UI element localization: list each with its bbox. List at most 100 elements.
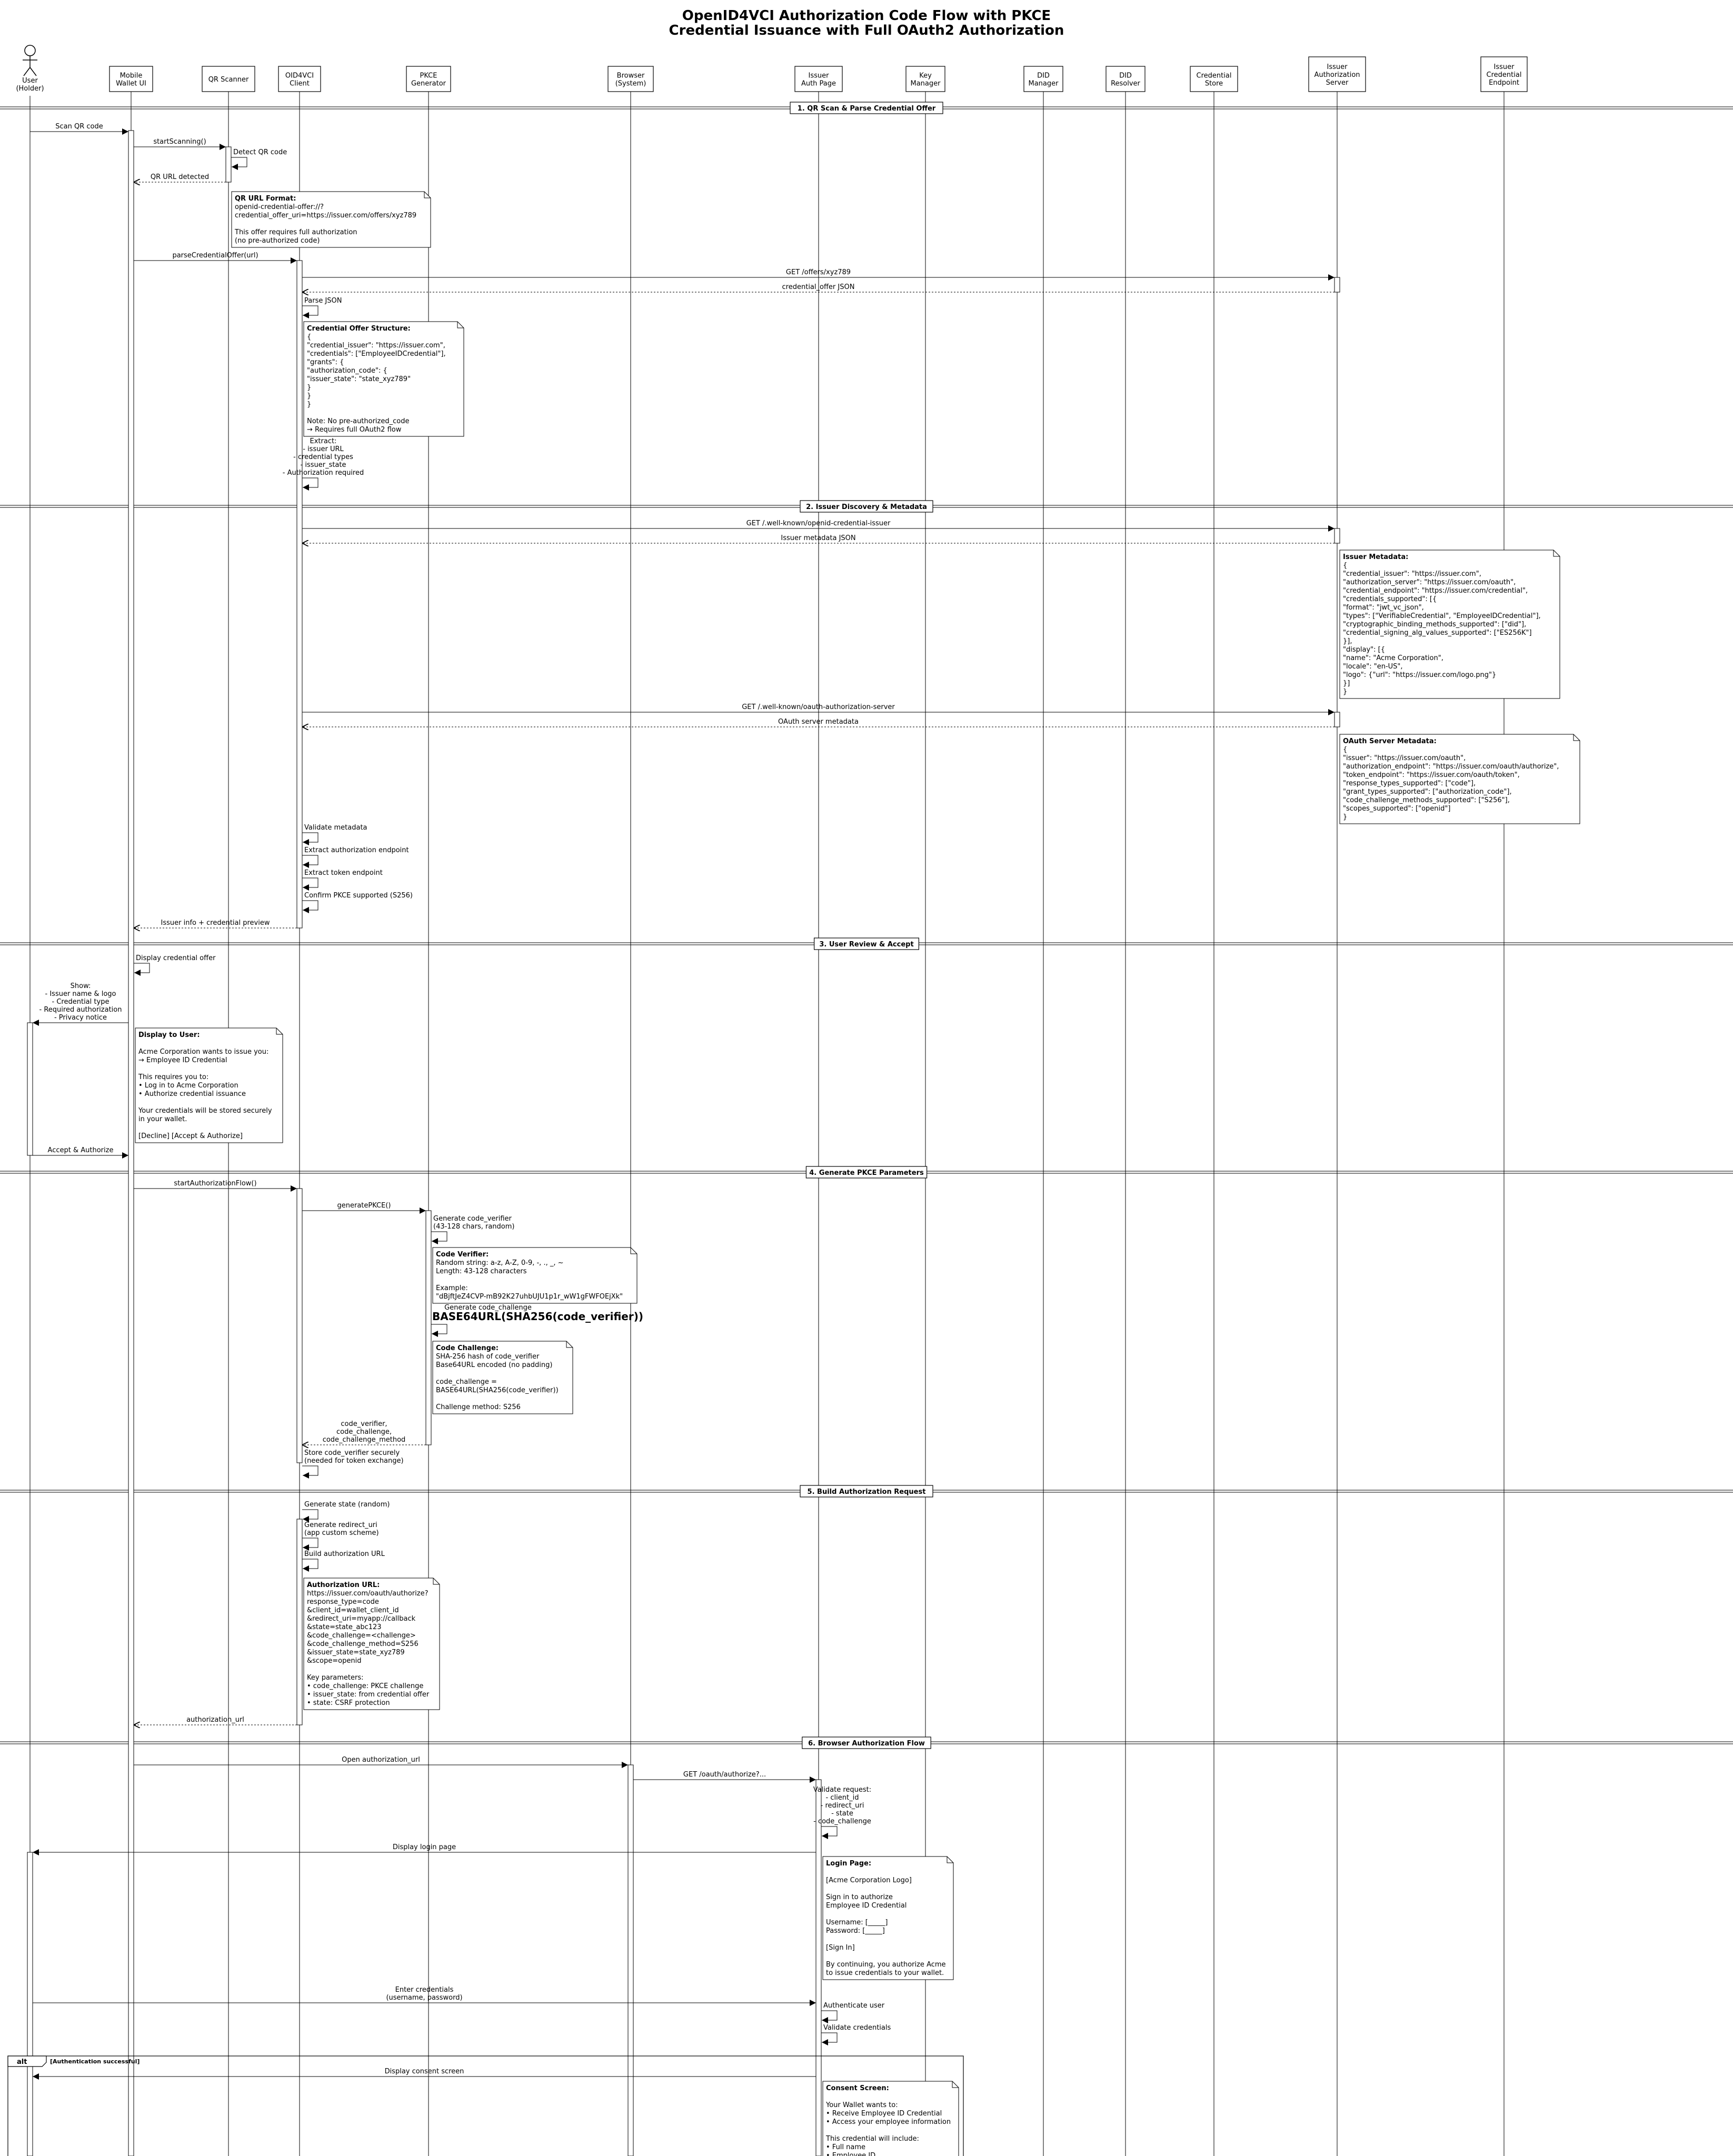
self-message: Validate metadata bbox=[302, 824, 367, 845]
participant-label: Mobile bbox=[120, 72, 143, 80]
message-label: - credential types bbox=[293, 453, 353, 461]
note-line: "authorization_endpoint": "https://issue… bbox=[1343, 763, 1559, 771]
message-label: - redirect_uri bbox=[821, 1802, 864, 1810]
note-fold bbox=[1573, 734, 1580, 741]
message-label: - code_challenge bbox=[813, 1818, 871, 1825]
participant-label: Issuer bbox=[1494, 63, 1515, 71]
note-box bbox=[135, 1027, 283, 1143]
note-line: Random string: a-z, A-Z, 0-9, -, ., _, ~ bbox=[436, 1259, 564, 1267]
note-line: Length: 43-128 characters bbox=[436, 1267, 527, 1275]
section-label-box bbox=[800, 500, 933, 513]
note-line: "cryptographic_binding_methods_supported… bbox=[1343, 621, 1526, 628]
note-line: This offer requires full authorization bbox=[234, 228, 357, 236]
note-line: Employee ID Credential bbox=[826, 1902, 907, 1910]
message-arrow: Display consent screen bbox=[33, 2068, 816, 2080]
participant-label: User bbox=[22, 77, 38, 85]
note-title: Consent Screen: bbox=[826, 2084, 889, 2092]
message-label: - issuer URL bbox=[303, 445, 344, 453]
message-line bbox=[821, 1826, 838, 1839]
self-message: Detect QR code bbox=[231, 148, 287, 170]
message-line bbox=[302, 832, 318, 845]
message-label: OAuth server metadata bbox=[778, 718, 859, 726]
message-label: Validate metadata bbox=[304, 824, 367, 832]
participant-label: OID4VCI bbox=[285, 72, 314, 80]
note-line: } bbox=[307, 384, 311, 392]
section-divider: 5. Build Authorization Request bbox=[0, 1485, 1733, 1498]
note-offer-structure: Credential Offer Structure:{ "credential… bbox=[303, 321, 464, 437]
note-line: • code_challenge: PKCE challenge bbox=[307, 1682, 423, 1690]
message-label: startScanning() bbox=[153, 138, 206, 146]
message-label: - state bbox=[831, 1810, 853, 1818]
message-arrow: credential_offer JSON bbox=[302, 283, 1334, 292]
diagram-title: OpenID4VCI Authorization Code Flow with … bbox=[682, 8, 1051, 24]
note-line: } bbox=[1343, 813, 1347, 821]
section-divider: 2. Issuer Discovery & Metadata bbox=[0, 500, 1733, 513]
participant-label: (Holder) bbox=[16, 85, 44, 93]
message-label: QR URL detected bbox=[151, 173, 209, 181]
message-label: code_challenge_method bbox=[323, 1436, 406, 1444]
note-box bbox=[822, 2081, 959, 2156]
note-line: "credential_issuer": "https://issuer.com… bbox=[1343, 570, 1481, 578]
activation-bar bbox=[128, 130, 134, 2156]
message-label: Extract authorization endpoint bbox=[304, 846, 409, 854]
note-box bbox=[1339, 550, 1560, 699]
note-line: in your wallet. bbox=[138, 1115, 187, 1123]
participant-box bbox=[278, 66, 321, 92]
activation-bar bbox=[225, 146, 232, 183]
section-divider: 3. User Review & Accept bbox=[0, 937, 1733, 950]
message-line bbox=[302, 305, 318, 318]
note-line: By continuing, you authorize Acme bbox=[826, 1961, 946, 1969]
message-arrow: startScanning() bbox=[134, 138, 226, 150]
section-label-box bbox=[790, 102, 943, 114]
participant-label: QR Scanner bbox=[208, 76, 249, 84]
message-arrow: Enter credentials(username, password) bbox=[33, 1986, 816, 2006]
section-title: 2. Issuer Discovery & Metadata bbox=[806, 503, 927, 511]
message-label: Issuer info + credential preview bbox=[161, 919, 270, 927]
note-line: • Log in to Acme Corporation bbox=[138, 1082, 238, 1090]
message-label: Parse JSON bbox=[304, 297, 342, 305]
note-fold bbox=[1553, 550, 1560, 557]
note-line: Key parameters: bbox=[307, 1674, 364, 1682]
participant-box bbox=[406, 66, 451, 92]
self-message: Generate state (random) bbox=[302, 1501, 390, 1522]
message-arrow: Display login page bbox=[33, 1843, 816, 1855]
note-line: "dBjftJeZ4CVP-mB92K27uhbUJU1p1r_wW1gFWFO… bbox=[436, 1293, 623, 1301]
message-label: GET /.well-known/openid-credential-issue… bbox=[746, 520, 891, 527]
note-line: } bbox=[307, 392, 311, 400]
note-line: "locale": "en-US", bbox=[1343, 663, 1403, 671]
note-line: &client_id=wallet_client_id bbox=[307, 1606, 399, 1614]
message-arrow: GET /offers/xyz789 bbox=[302, 268, 1334, 281]
note-fold bbox=[566, 1341, 573, 1348]
message-line bbox=[302, 1465, 318, 1479]
alt-frame bbox=[7, 2055, 964, 2156]
message-arrow: parseCredentialOffer(url) bbox=[134, 252, 297, 264]
note-line: "logo": {"url": "https://issuer.com/logo… bbox=[1343, 671, 1496, 679]
message-label: (43-128 chars, random) bbox=[433, 1223, 514, 1231]
message-label: (app custom scheme) bbox=[304, 1529, 379, 1537]
note-line: to issue credentials to your wallet. bbox=[826, 1969, 944, 1977]
alt-tab bbox=[7, 2055, 47, 2067]
note-line: Your credentials will be stored securely bbox=[138, 1107, 272, 1115]
note-line: &state=state_abc123 bbox=[307, 1623, 382, 1631]
note-line: "grant_types_supported": ["authorization… bbox=[1343, 788, 1512, 796]
message-label: Enter credentials bbox=[395, 1986, 454, 1994]
note-fold bbox=[952, 2081, 959, 2088]
participant-label: Issuer bbox=[1327, 63, 1348, 71]
note-line: } bbox=[307, 401, 311, 408]
note-title: Code Verifier: bbox=[436, 1251, 489, 1259]
self-message: Generate code_verifier(43-128 chars, ran… bbox=[431, 1215, 514, 1244]
participant-box bbox=[905, 66, 945, 92]
self-message: Build authorization URL bbox=[302, 1550, 385, 1572]
note-line: code_challenge = bbox=[436, 1378, 497, 1386]
message-label: - Required authorization bbox=[39, 1006, 122, 1014]
participant-label: DID bbox=[1037, 72, 1050, 80]
section-label-box bbox=[813, 937, 919, 950]
message-line bbox=[134, 963, 150, 976]
participant-box bbox=[202, 66, 255, 92]
note-line: "credentials": ["EmployeeIDCredential"], bbox=[307, 350, 446, 358]
message-arrow: generatePKCE() bbox=[302, 1202, 426, 1214]
message-arrow: Open authorization_url bbox=[134, 1756, 628, 1768]
activation-bar bbox=[1334, 528, 1340, 544]
